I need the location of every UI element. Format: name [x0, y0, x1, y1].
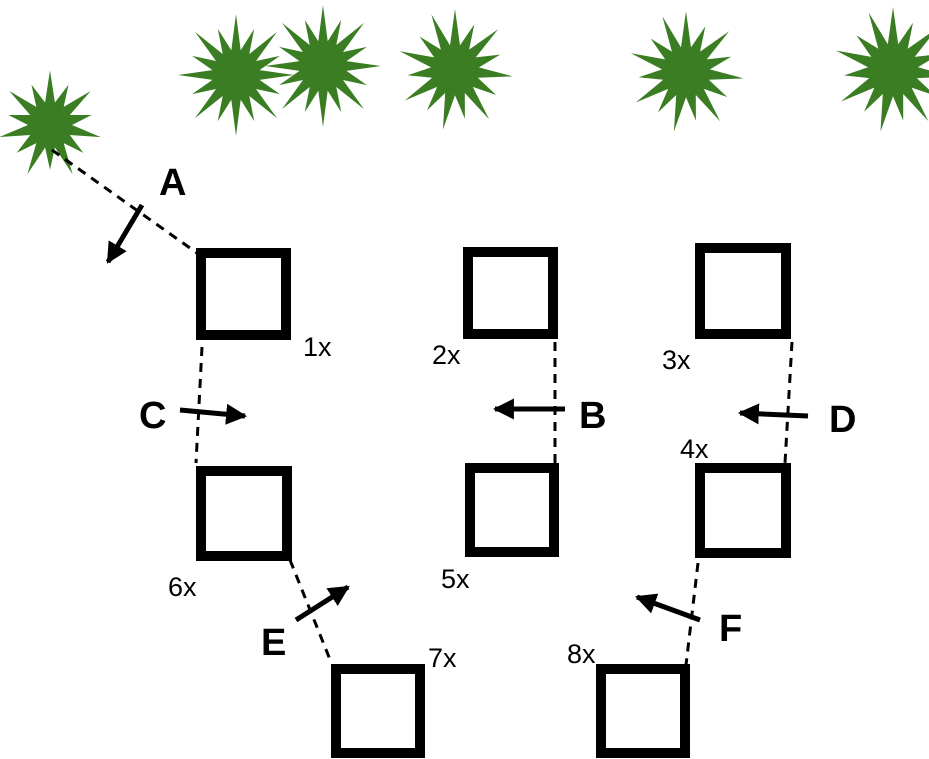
box-label-7: 7x: [428, 643, 457, 673]
line-label-a: A: [159, 162, 186, 204]
line-c: [194, 346, 204, 464]
line-a: [51, 148, 198, 255]
tree-icon: [399, 9, 513, 130]
line-label-d: D: [829, 399, 856, 441]
line-labels: A B C D E F: [139, 162, 856, 664]
line-label-c: C: [139, 395, 166, 437]
arrows: [105, 203, 809, 623]
box-label-6: 6x: [168, 572, 197, 602]
arrow-e: [294, 584, 350, 623]
box-1: [196, 248, 291, 340]
tree-icon: [835, 7, 929, 132]
box-label-1: 1x: [303, 332, 332, 362]
trees-row: [0, 5, 929, 175]
box-2: [463, 247, 558, 339]
box-4: [695, 463, 791, 558]
line-label-e: E: [261, 622, 286, 664]
boxes: [196, 243, 791, 758]
tree-icon: [630, 11, 744, 132]
tree-icon: [265, 5, 381, 127]
arrow-a: [105, 203, 145, 264]
box-label-4: 4x: [680, 434, 709, 464]
box-label-8: 8x: [567, 639, 596, 669]
box-labels: 1x 2x 3x 4x 5x 6x 7x 8x: [168, 332, 709, 673]
line-d: [783, 341, 794, 464]
box-label-2: 2x: [432, 340, 461, 370]
tree-icon: [178, 14, 294, 136]
line-label-b: B: [579, 395, 606, 437]
tree-icon: [0, 70, 101, 175]
box-6: [196, 466, 292, 561]
box-7: [331, 664, 425, 758]
box-label-5: 5x: [441, 564, 470, 594]
line-f: [684, 562, 700, 666]
arrow-f: [635, 593, 701, 623]
arrow-d: [737, 403, 809, 425]
arrow-c: [179, 403, 248, 425]
box-label-3: 3x: [662, 345, 691, 375]
box-8: [596, 664, 690, 758]
line-label-f: F: [719, 608, 742, 650]
box-5: [465, 463, 559, 557]
box-3: [695, 243, 791, 339]
